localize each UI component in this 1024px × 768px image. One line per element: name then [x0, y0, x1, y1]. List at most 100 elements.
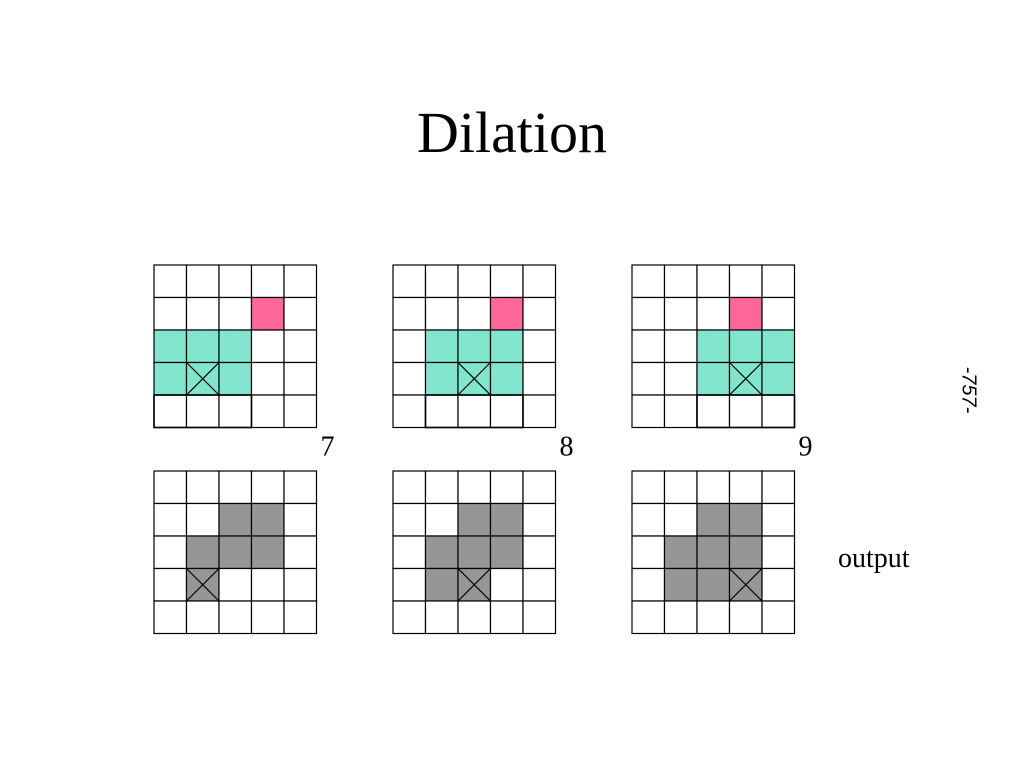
structuring-element-cell [489, 361, 524, 396]
grid-cell [392, 567, 427, 602]
output-pixel-cell [218, 502, 253, 537]
grid-cell [663, 394, 698, 429]
grid-cell [283, 361, 318, 396]
output-pixel-cell [424, 567, 459, 602]
grid-cell [696, 470, 731, 505]
grid-cell [424, 470, 459, 505]
grid-cell [392, 502, 427, 537]
structuring-element-cell [424, 329, 459, 364]
grid-cell [218, 600, 253, 635]
grid-cell [489, 470, 524, 505]
grid-cell [250, 264, 285, 299]
grid-cell [392, 329, 427, 364]
grid-cell [631, 470, 666, 505]
grid-cell [283, 470, 318, 505]
grid-cell [696, 264, 731, 299]
structuring-element-cell [696, 329, 731, 364]
grid-cell [283, 329, 318, 364]
grid-cell [761, 394, 796, 429]
grid-cell [663, 470, 698, 505]
grid-cell [489, 567, 524, 602]
output-pixel-cell [489, 535, 524, 570]
grid-cell [522, 329, 557, 364]
grid-cell [218, 470, 253, 505]
grid-cell [283, 600, 318, 635]
grid-cell [283, 264, 318, 299]
grid-cell [631, 361, 666, 396]
grid-cell [185, 470, 220, 505]
grid-cell [283, 567, 318, 602]
grid-cell [631, 535, 666, 570]
grid-cell [761, 567, 796, 602]
output-label: output [838, 543, 910, 574]
grid-cell [631, 502, 666, 537]
grid-cell [457, 470, 492, 505]
grid-cell [424, 264, 459, 299]
structuring-element-cell [728, 329, 763, 364]
grid-cell [663, 502, 698, 537]
grid-cell [283, 502, 318, 537]
grid-cell [392, 600, 427, 635]
grid-cell [761, 264, 796, 299]
grid-cell [631, 600, 666, 635]
grid-cell [457, 264, 492, 299]
origin-cross-line [186, 568, 220, 602]
step-label-9: 9 [799, 432, 813, 463]
grid-cell [457, 394, 492, 429]
grid-cell [728, 470, 763, 505]
origin-cross-line [186, 362, 220, 396]
grid-cell [153, 264, 188, 299]
grid-cell [392, 361, 427, 396]
grid-cell [522, 600, 557, 635]
grid-cell [696, 600, 731, 635]
output-pixel-cell [250, 535, 285, 570]
structuring-element-cell [153, 361, 188, 396]
output-pixel-cell [424, 535, 459, 570]
grid-cell [153, 535, 188, 570]
output-pixel-cell [218, 535, 253, 570]
grid-cell [761, 600, 796, 635]
output-pixel-cell [457, 502, 492, 537]
structuring-element-cell [153, 329, 188, 364]
input-pixel-cell [489, 296, 524, 331]
output-pixel-cell [663, 567, 698, 602]
grid-cell [153, 600, 188, 635]
grid-cell [185, 600, 220, 635]
structuring-element-cell [761, 329, 796, 364]
grid-cell [283, 394, 318, 429]
grid-cell [522, 361, 557, 396]
structuring-element-cell [218, 361, 253, 396]
page-number: -757- [957, 366, 980, 414]
structuring-element-outline [424, 394, 524, 429]
output-grid-step-9 [631, 470, 796, 635]
grid-cell [392, 264, 427, 299]
structuring-element-cell [489, 329, 524, 364]
grid-cell [728, 394, 763, 429]
grid-cell [392, 394, 427, 429]
output-pixel-cell [489, 502, 524, 537]
grid-cell [250, 361, 285, 396]
grid-cell [631, 264, 666, 299]
grid-cell [522, 535, 557, 570]
structuring-element-cell [696, 361, 731, 396]
grid-cell [631, 567, 666, 602]
output-pixel-cell [250, 502, 285, 537]
output-pixel-cell [663, 535, 698, 570]
grid-cell [663, 264, 698, 299]
grid-cell [457, 296, 492, 331]
grid-cell [761, 535, 796, 570]
grid-cell [218, 296, 253, 331]
grid-cell [663, 329, 698, 364]
grid-cell [728, 600, 763, 635]
grid-cell [283, 535, 318, 570]
grid-cell [392, 470, 427, 505]
grid-cell [696, 296, 731, 331]
grid-cell [218, 567, 253, 602]
structuring-element-cell [185, 329, 220, 364]
structuring-element-cell [218, 329, 253, 364]
grid-cell [424, 502, 459, 537]
origin-cross-line [457, 568, 491, 602]
output-pixel-cell [696, 535, 731, 570]
grid-cell [631, 394, 666, 429]
